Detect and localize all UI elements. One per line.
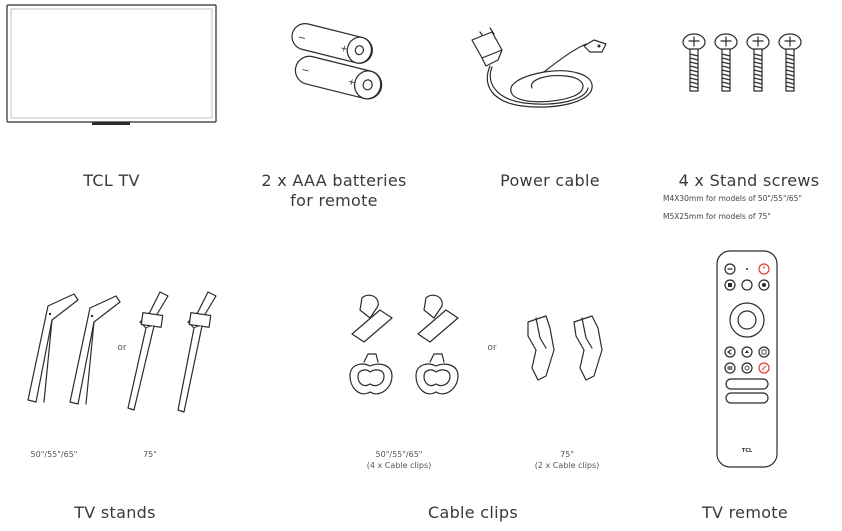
stand-screws-label: 4 x Stand screws — [678, 171, 820, 190]
cable-clips-variant-2-count: (2 x Cable clips) — [534, 461, 600, 470]
batteries-label: 2 x AAA batteries for remote — [248, 171, 420, 211]
cable-clips-variant-1-count: (4 x Cable clips) — [366, 461, 432, 470]
svg-text:+: + — [339, 44, 349, 56]
batteries-label-line1: 2 x AAA batteries — [261, 171, 407, 190]
tv-stands-illustration — [27, 291, 217, 413]
cable-clips-illustration — [349, 294, 603, 395]
tv-remote-illustration: TCL — [716, 250, 778, 468]
tv-illustration — [6, 4, 217, 125]
stand-screws-note-2: M5X25mm for models of 75" — [663, 212, 771, 221]
cable-clips-label: Cable clips — [428, 503, 518, 522]
remote-brand-text: TCL — [742, 448, 753, 454]
tv-label: TCL TV — [83, 171, 140, 190]
cable-clips-variant-2: 75" (2 x Cable clips) — [522, 449, 612, 471]
cable-clips-or: or — [487, 343, 497, 353]
stand-screws-note-1: M4X30mm for models of 50"/55"/65" — [663, 194, 802, 203]
tv-stands-or: or — [117, 343, 127, 353]
power-cable-label: Power cable — [500, 171, 600, 190]
batteries-label-line2: for remote — [290, 191, 378, 210]
stand-screws-illustration — [682, 33, 802, 92]
tv-stands-variant-1: 50"/55"/65" — [30, 450, 78, 459]
svg-text:−: − — [296, 32, 307, 45]
cable-clips-variant-1-size: 50"/55"/65" — [375, 450, 423, 459]
tv-remote-label: TV remote — [701, 503, 789, 522]
svg-text:−: − — [300, 65, 311, 78]
tv-stands-variant-2: 75" — [143, 450, 157, 459]
svg-text:+: + — [347, 77, 357, 89]
power-cable-illustration — [471, 27, 607, 108]
tv-stands-label: TV stands — [74, 503, 156, 522]
cable-clips-variant-1: 50"/55"/65" (4 x Cable clips) — [354, 449, 444, 471]
cable-clips-variant-2-size: 75" — [560, 450, 574, 459]
batteries-illustration: − + − + — [291, 23, 383, 100]
